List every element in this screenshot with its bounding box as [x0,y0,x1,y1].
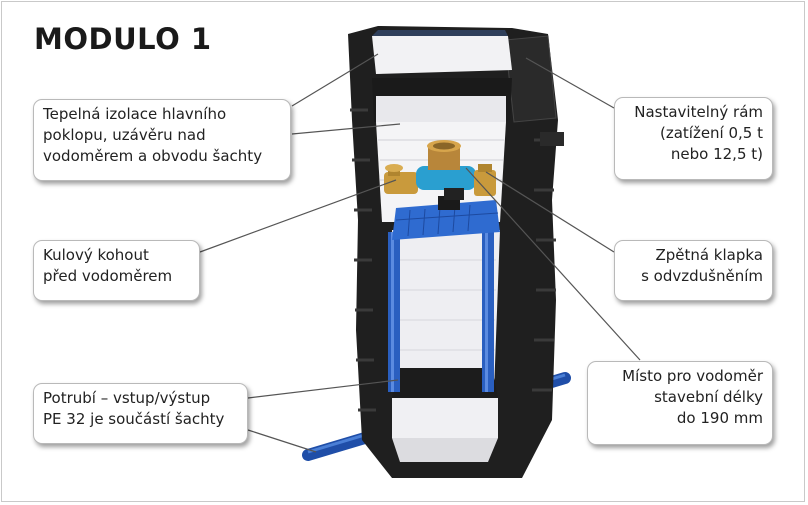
callout-line: Potrubí – vstup/výstup [43,389,211,407]
callout-line: PE 32 je součástí šachty [43,410,225,428]
callout-line: stavební délky [654,388,763,406]
callout-line: Zpětná klapka [655,246,763,264]
callout-ball-valve: Kulový kohout před vodoměrem [33,240,200,301]
callout-line: Místo pro vodoměr [622,367,763,385]
callout-line: Kulový kohout [43,246,149,264]
meter-support-plate [392,196,500,240]
callout-pipe: Potrubí – vstup/výstup PE 32 je součástí… [33,383,248,444]
callout-line: nebo 12,5 t) [670,145,763,163]
lid-insulation [372,30,512,74]
callout-thermal-insulation: Tepelná izolace hlavního poklopu, uzávěr… [33,99,291,181]
callout-line: do 190 mm [676,409,763,427]
callout-adjustable-frame: Nastavitelný rám (zatížení 0,5 t nebo 12… [614,97,773,180]
callout-meter-place: Místo pro vodoměr stavební délky do 190 … [587,361,773,445]
callout-line: s odvzdušněním [641,267,763,285]
callout-line: vodoměrem a obvodu šachty [43,147,263,165]
callout-line: poklopu, uzávěru nad [43,126,206,144]
water-meter-assembly [384,140,496,200]
callout-line: Tepelná izolace hlavního [43,105,227,123]
callout-line: před vodoměrem [43,267,173,285]
callout-line: Nastavitelný rám [634,103,763,121]
blue-risers [388,232,494,392]
diagram-title: MODULO 1 [34,22,212,56]
callout-check-valve: Zpětná klapka s odvzdušněním [614,240,773,301]
leader-lines [199,53,641,453]
callout-line: (zatížení 0,5 t [659,124,763,142]
